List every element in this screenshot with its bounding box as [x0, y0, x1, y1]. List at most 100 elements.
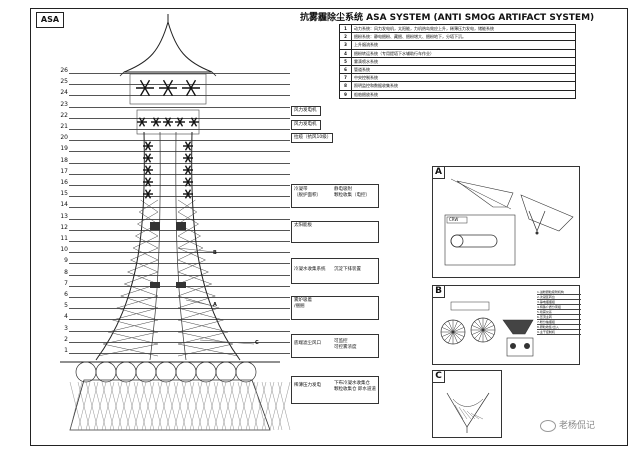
- lattice-brace: [177, 331, 229, 345]
- level-line: [69, 263, 290, 265]
- panel-b-hopper: [502, 319, 534, 335]
- annotation-cable: 拉缆（抗风10级）: [291, 133, 333, 143]
- lattice-brace: [177, 271, 212, 285]
- panel-a-letter: A: [433, 167, 445, 179]
- lattice-brace: [137, 223, 159, 237]
- panel-a-label: CRW: [449, 217, 459, 222]
- lattice-brace: [97, 343, 159, 357]
- level-label: 23: [60, 100, 68, 108]
- panel-b-fan-1-spokes: [441, 320, 465, 344]
- mid-turbine: [189, 117, 199, 127]
- level-line: [69, 84, 290, 86]
- lattice-brace: [177, 343, 233, 357]
- base-arch: [175, 361, 197, 383]
- core-right: [175, 131, 187, 361]
- lattice-brace: [127, 259, 159, 273]
- top-turbine: [182, 79, 200, 97]
- lattice-brace: [107, 319, 159, 333]
- panel-b-note: 2.次凝区转台: [537, 295, 581, 300]
- lattice-brace: [177, 235, 201, 249]
- roof-eave-right: [211, 71, 217, 77]
- panel-b-note: 5.喷雾仪系: [537, 310, 581, 315]
- panel-c-hatch-line: [462, 408, 472, 420]
- water-drain-text: 下布冷凝水收集仓 颗粒收集仓 即水道道: [334, 381, 376, 392]
- annotation-air-inlet: 底端滤尘风口 可监控 可控雾浓度: [291, 334, 379, 358]
- level-label: 20: [60, 134, 68, 142]
- base-arch: [155, 361, 177, 383]
- annotation-pressure-gen: 稀薄压力发电 下布冷凝水收集仓 颗粒收集仓 即水道道: [291, 376, 379, 404]
- fan-spoke: [471, 325, 495, 335]
- turbine-hub: [189, 86, 193, 90]
- annotation-water-collect: 冷凝水收集系统 沉淀下排装置: [291, 258, 379, 284]
- level-label: 2: [64, 335, 68, 343]
- lattice-brace: [124, 283, 159, 297]
- side-turbine: [143, 177, 153, 187]
- tower-lattice: [97, 199, 239, 357]
- panel-a-drawing: [444, 178, 574, 266]
- level-label: 13: [60, 212, 68, 220]
- level-line: [69, 140, 290, 142]
- lattice-brace: [177, 223, 199, 237]
- level-line: [69, 207, 290, 209]
- top-wind-turbines: [136, 79, 200, 97]
- turbine-hub: [166, 120, 170, 124]
- level-label: 17: [60, 167, 68, 175]
- turbine-hub: [178, 120, 182, 124]
- lattice-brace: [177, 199, 197, 213]
- panel-c-hatch: [454, 404, 484, 420]
- base-arches: [75, 361, 257, 383]
- panel-b-note: 9.主干控制机: [537, 330, 581, 335]
- detail-panel-c: C: [432, 370, 502, 438]
- panel-b-node-1: [510, 343, 516, 349]
- roof-eave-left: [119, 71, 125, 77]
- hatch-line: [277, 381, 291, 431]
- lattice-brace: [177, 319, 224, 333]
- duct-b-line: [177, 247, 215, 253]
- level-label: 4: [64, 313, 68, 321]
- base-arch: [135, 361, 157, 383]
- level-line: [69, 308, 290, 310]
- lattice-brace: [177, 307, 224, 321]
- panel-c-hatch-line: [454, 404, 464, 420]
- lattice-brace: [177, 259, 209, 273]
- panel-b-note: 3.静电捆捆组: [537, 300, 581, 305]
- panel-a-wheel: [450, 234, 464, 248]
- annotation-solar: 太阳能板: [291, 221, 379, 243]
- level-label: 16: [60, 179, 68, 186]
- level-label: 24: [60, 89, 68, 97]
- turbine-hub: [166, 86, 170, 90]
- mid-turbine: [163, 117, 173, 127]
- pressure-gen-text: 稀薄压力发电: [294, 383, 321, 388]
- solar-panel-block: [150, 222, 160, 230]
- panel-c-hatch-line: [470, 412, 480, 420]
- foundation-hatch: [69, 381, 291, 431]
- panel-b-duct: [450, 301, 490, 311]
- level-label: 3: [64, 324, 68, 332]
- base-arch: [115, 361, 137, 383]
- level-label: 15: [60, 190, 68, 198]
- lattice-brace: [107, 331, 159, 345]
- annotation-particle-filter: 雾炉吸着 /捆捆: [291, 296, 379, 320]
- level-line: [69, 117, 290, 119]
- level-line: [69, 341, 290, 343]
- level-line: [69, 129, 290, 130]
- level-line: [69, 229, 290, 231]
- turbine-hub: [192, 120, 196, 124]
- annotation-wind-gen-2: 风力发电机: [291, 120, 321, 130]
- fan-spoke: [441, 327, 465, 337]
- wechat-icon: [540, 419, 556, 432]
- level-label: 10: [60, 246, 68, 254]
- marker-a: A: [213, 302, 217, 308]
- level-line: [69, 173, 290, 175]
- panel-b-note: 7.粉分抽捆组: [537, 320, 581, 325]
- level-label: 12: [60, 223, 68, 231]
- tower-right-profile: [191, 131, 241, 361]
- core-left: [149, 131, 161, 361]
- top-turbine: [159, 79, 177, 97]
- side-turbine: [143, 141, 153, 151]
- level-label: 7: [64, 279, 68, 287]
- level-line: [69, 353, 290, 354]
- panel-b-unit: [506, 337, 534, 357]
- lattice-brace: [112, 319, 159, 333]
